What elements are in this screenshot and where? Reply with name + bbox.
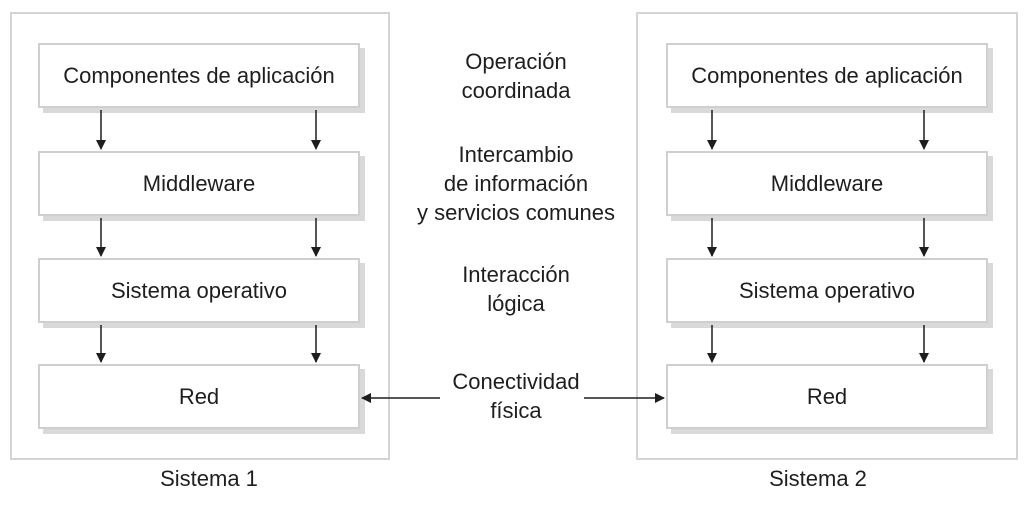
system-1-application-layer: Componentes de aplicación xyxy=(38,43,360,108)
system-1-os-layer: Sistema operativo xyxy=(38,258,360,323)
system-2-network-layer: Red xyxy=(666,364,988,429)
system-1-network-layer: Red xyxy=(38,364,360,429)
system-2-caption: Sistema 2 xyxy=(769,466,867,491)
system-1-middleware-layer: Middleware xyxy=(38,151,360,216)
system-2-middleware-layer: Middleware xyxy=(666,151,988,216)
system-2-os-layer: Sistema operativo xyxy=(666,258,988,323)
interaction-label-information-exchange: Intercambio de información y servicios c… xyxy=(416,142,616,225)
system-2-application-layer: Componentes de aplicación xyxy=(666,43,988,108)
interaction-label-physical-connectivity: Conectividad física xyxy=(452,369,580,423)
system-1-caption: Sistema 1 xyxy=(160,466,258,491)
interaction-label-coordinated-operation: Operación coordinada xyxy=(461,49,571,103)
interaction-label-logical-interaction: Interacción lógica xyxy=(462,262,570,316)
